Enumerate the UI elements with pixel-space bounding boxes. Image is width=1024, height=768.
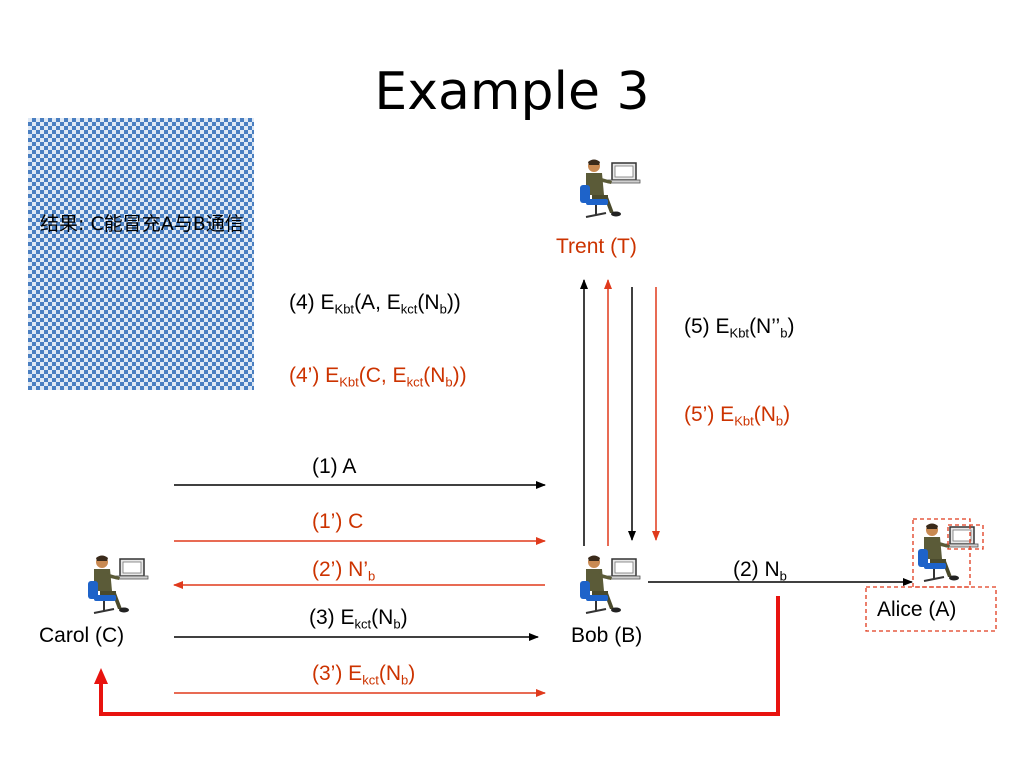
trent-label: Trent (T) bbox=[556, 235, 637, 258]
trent-person-icon bbox=[580, 159, 641, 218]
msg-2p: (2’) N’b bbox=[312, 558, 376, 584]
note-box bbox=[28, 118, 254, 390]
carol-label: Carol (C) bbox=[39, 624, 125, 647]
msg-3: (3) Ekct(Nb) bbox=[309, 606, 408, 632]
msg-3p: (3’) Ekct(Nb) bbox=[312, 662, 416, 688]
alice-label: Alice (A) bbox=[877, 598, 957, 621]
msg-1p: (1’) C bbox=[312, 510, 364, 533]
msg-5p: (5’) EKbt(Nb) bbox=[684, 403, 791, 429]
msg-1: (1) A bbox=[312, 455, 357, 478]
page-title: Example 3 bbox=[374, 62, 650, 122]
alice-monitor-dashed-box bbox=[947, 524, 984, 550]
msg-4: (4) EKbt(A, Ekct(Nb)) bbox=[289, 291, 461, 317]
msg-4p: (4’) EKbt(C, Ekct(Nb)) bbox=[289, 364, 467, 390]
intercept-path bbox=[94, 596, 780, 716]
note-text: 结果: C能冒充A与B通信 bbox=[40, 213, 244, 235]
bob-person-icon bbox=[580, 555, 641, 614]
alice-dashed-box bbox=[912, 518, 971, 588]
alice-label-dashed-box bbox=[865, 586, 997, 632]
bob-label: Bob (B) bbox=[571, 624, 643, 647]
carol-person-icon bbox=[88, 555, 149, 614]
msg-2: (2) Nb bbox=[733, 558, 787, 584]
alice-person-icon bbox=[918, 523, 979, 582]
msg-5: (5) EKbt(N’’b) bbox=[684, 315, 795, 341]
